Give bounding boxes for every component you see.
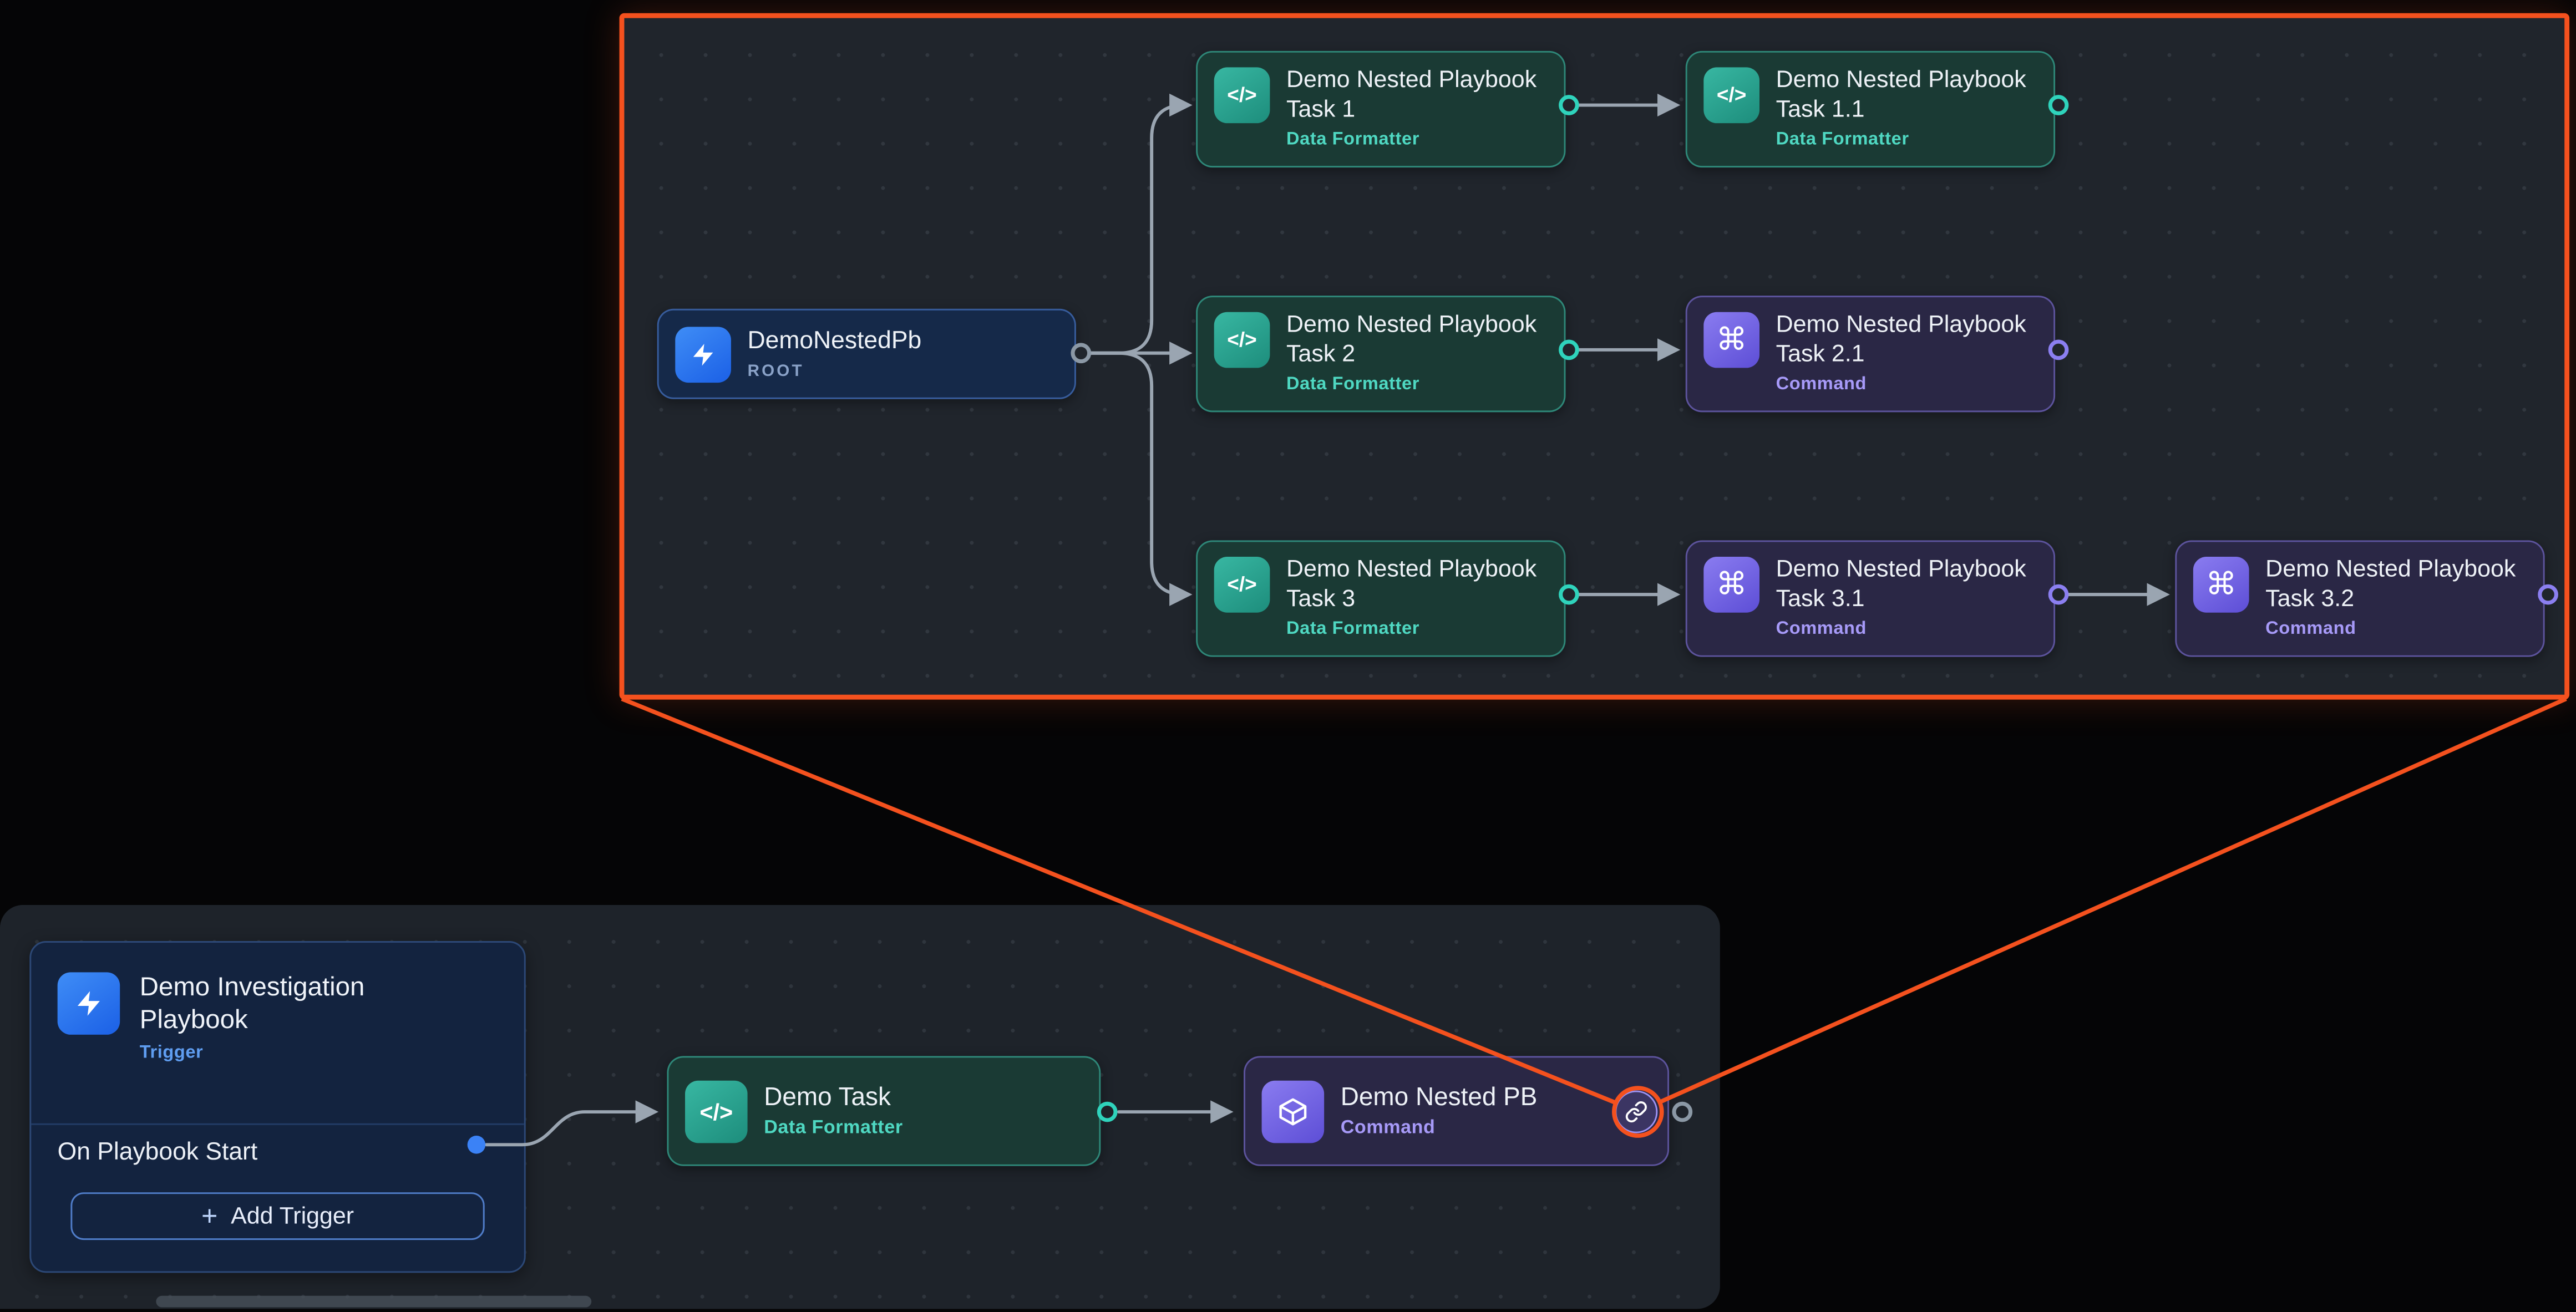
node-task-1[interactable]: </> Demo Nested Playbook Task 1 Data For… xyxy=(1196,50,1566,168)
command-icon: ⌘ xyxy=(1703,312,1759,368)
node-subtitle: Command xyxy=(1340,1119,1436,1139)
node-subtitle: Data Formatter xyxy=(1286,375,1420,395)
node-task-2-1[interactable]: ⌘ Demo Nested Playbook Task 2.1 Command xyxy=(1685,296,2056,413)
node-title: Demo Nested Playbook Task 1.1 xyxy=(1776,67,2026,123)
node-subtitle: ROOT xyxy=(747,362,804,381)
command-icon: ⌘ xyxy=(1703,557,1759,613)
node-subtitle: Data Formatter xyxy=(1776,130,1909,150)
code-icon: </> xyxy=(1214,557,1270,613)
horizontal-scrollbar[interactable] xyxy=(156,1295,592,1308)
node-subtitle: Data Formatter xyxy=(1286,130,1420,150)
trigger-row-label: On Playbook Start xyxy=(57,1138,258,1166)
node-title: Demo Task xyxy=(764,1083,891,1111)
node-title: Demo Nested Playbook Task 2 xyxy=(1286,312,1537,368)
node-subtitle: Command xyxy=(1776,375,1867,395)
playbook-title: Demo Investigation Playbook xyxy=(139,974,365,1035)
package-icon xyxy=(1261,1080,1325,1142)
node-title: Demo Nested Playbook Task 3.2 xyxy=(2265,557,2516,612)
node-root[interactable]: DemoNestedPb ROOT xyxy=(657,308,1076,399)
code-icon: </> xyxy=(1214,312,1270,368)
add-trigger-button[interactable]: + Add Trigger xyxy=(70,1192,485,1240)
node-task-3-1[interactable]: ⌘ Demo Nested Playbook Task 3.1 Command xyxy=(1685,540,2056,657)
node-title: Demo Nested Playbook Task 3.1 xyxy=(1776,557,2026,612)
node-title: Demo Nested Playbook Task 1 xyxy=(1286,67,1537,123)
add-trigger-label: Add Trigger xyxy=(231,1203,354,1229)
main-playbook-panel[interactable]: Demo Investigation Playbook Trigger On P… xyxy=(0,904,1720,1309)
code-icon: </> xyxy=(685,1080,748,1142)
node-subtitle: Command xyxy=(1776,619,1867,640)
node-task-3[interactable]: </> Demo Nested Playbook Task 3 Data For… xyxy=(1196,540,1566,657)
node-task-1-1[interactable]: </> Demo Nested Playbook Task 1.1 Data F… xyxy=(1685,50,2056,168)
node-title: Demo Nested Playbook Task 2.1 xyxy=(1776,312,2026,368)
nested-playbook-expanded-panel[interactable]: DemoNestedPb ROOT </> Demo Nested Playbo… xyxy=(619,13,2570,700)
node-title: Demo Nested Playbook Task 3 xyxy=(1286,557,1537,612)
trigger-row-on-playbook-start[interactable]: On Playbook Start xyxy=(31,1123,524,1179)
plus-icon: + xyxy=(201,1201,218,1232)
playbook-subtitle: Trigger xyxy=(139,1043,204,1063)
output-port[interactable] xyxy=(1097,1101,1118,1122)
output-port[interactable] xyxy=(1672,1101,1693,1122)
command-icon: ⌘ xyxy=(2193,557,2249,613)
nested-playbook-link-icon[interactable] xyxy=(1615,1090,1658,1133)
node-task-2[interactable]: </> Demo Nested Playbook Task 2 Data For… xyxy=(1196,296,1566,413)
node-subtitle: Data Formatter xyxy=(764,1119,903,1139)
lightning-icon xyxy=(675,326,731,382)
node-subtitle: Command xyxy=(2265,619,2356,640)
trigger-card[interactable]: Demo Investigation Playbook Trigger On P… xyxy=(29,941,526,1273)
node-demo-task[interactable]: </> Demo Task Data Formatter xyxy=(667,1056,1101,1166)
lightning-icon xyxy=(57,972,120,1035)
node-title: Demo Nested PB xyxy=(1340,1083,1538,1111)
node-subtitle: Data Formatter xyxy=(1286,619,1420,640)
trigger-card-header: Demo Investigation Playbook Trigger xyxy=(31,943,524,1123)
code-icon: </> xyxy=(1214,67,1270,124)
node-title: DemoNestedPb xyxy=(747,327,922,355)
node-task-3-2[interactable]: ⌘ Demo Nested Playbook Task 3.2 Command xyxy=(2175,540,2545,657)
code-icon: </> xyxy=(1703,67,1759,124)
node-demo-nested-pb[interactable]: Demo Nested PB Command xyxy=(1244,1056,1670,1166)
